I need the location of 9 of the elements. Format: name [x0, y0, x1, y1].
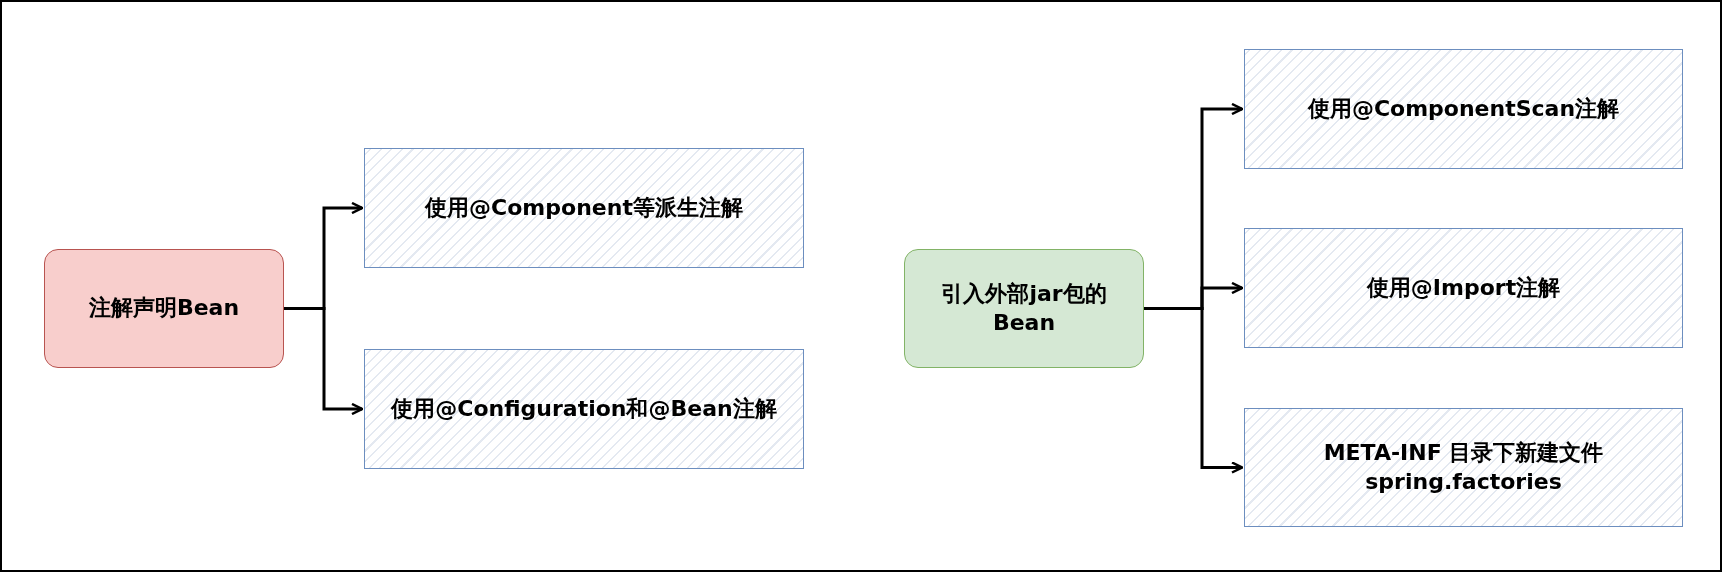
- arrow: [284, 307, 364, 416]
- arrow: [1144, 307, 1244, 474]
- process-box: 使用@Component等派生注解: [364, 148, 804, 268]
- process-box: 注解声明Bean: [44, 249, 284, 368]
- process-box: 引入外部jar包的Bean: [904, 249, 1144, 368]
- process-box: 使用@ComponentScan注解: [1244, 49, 1683, 169]
- process-box: META-INF 目录下新建文件 spring.factories: [1244, 408, 1683, 527]
- process-box: 使用@Configuration和@Bean注解: [364, 349, 804, 469]
- process-box: 使用@Import注解: [1244, 228, 1683, 348]
